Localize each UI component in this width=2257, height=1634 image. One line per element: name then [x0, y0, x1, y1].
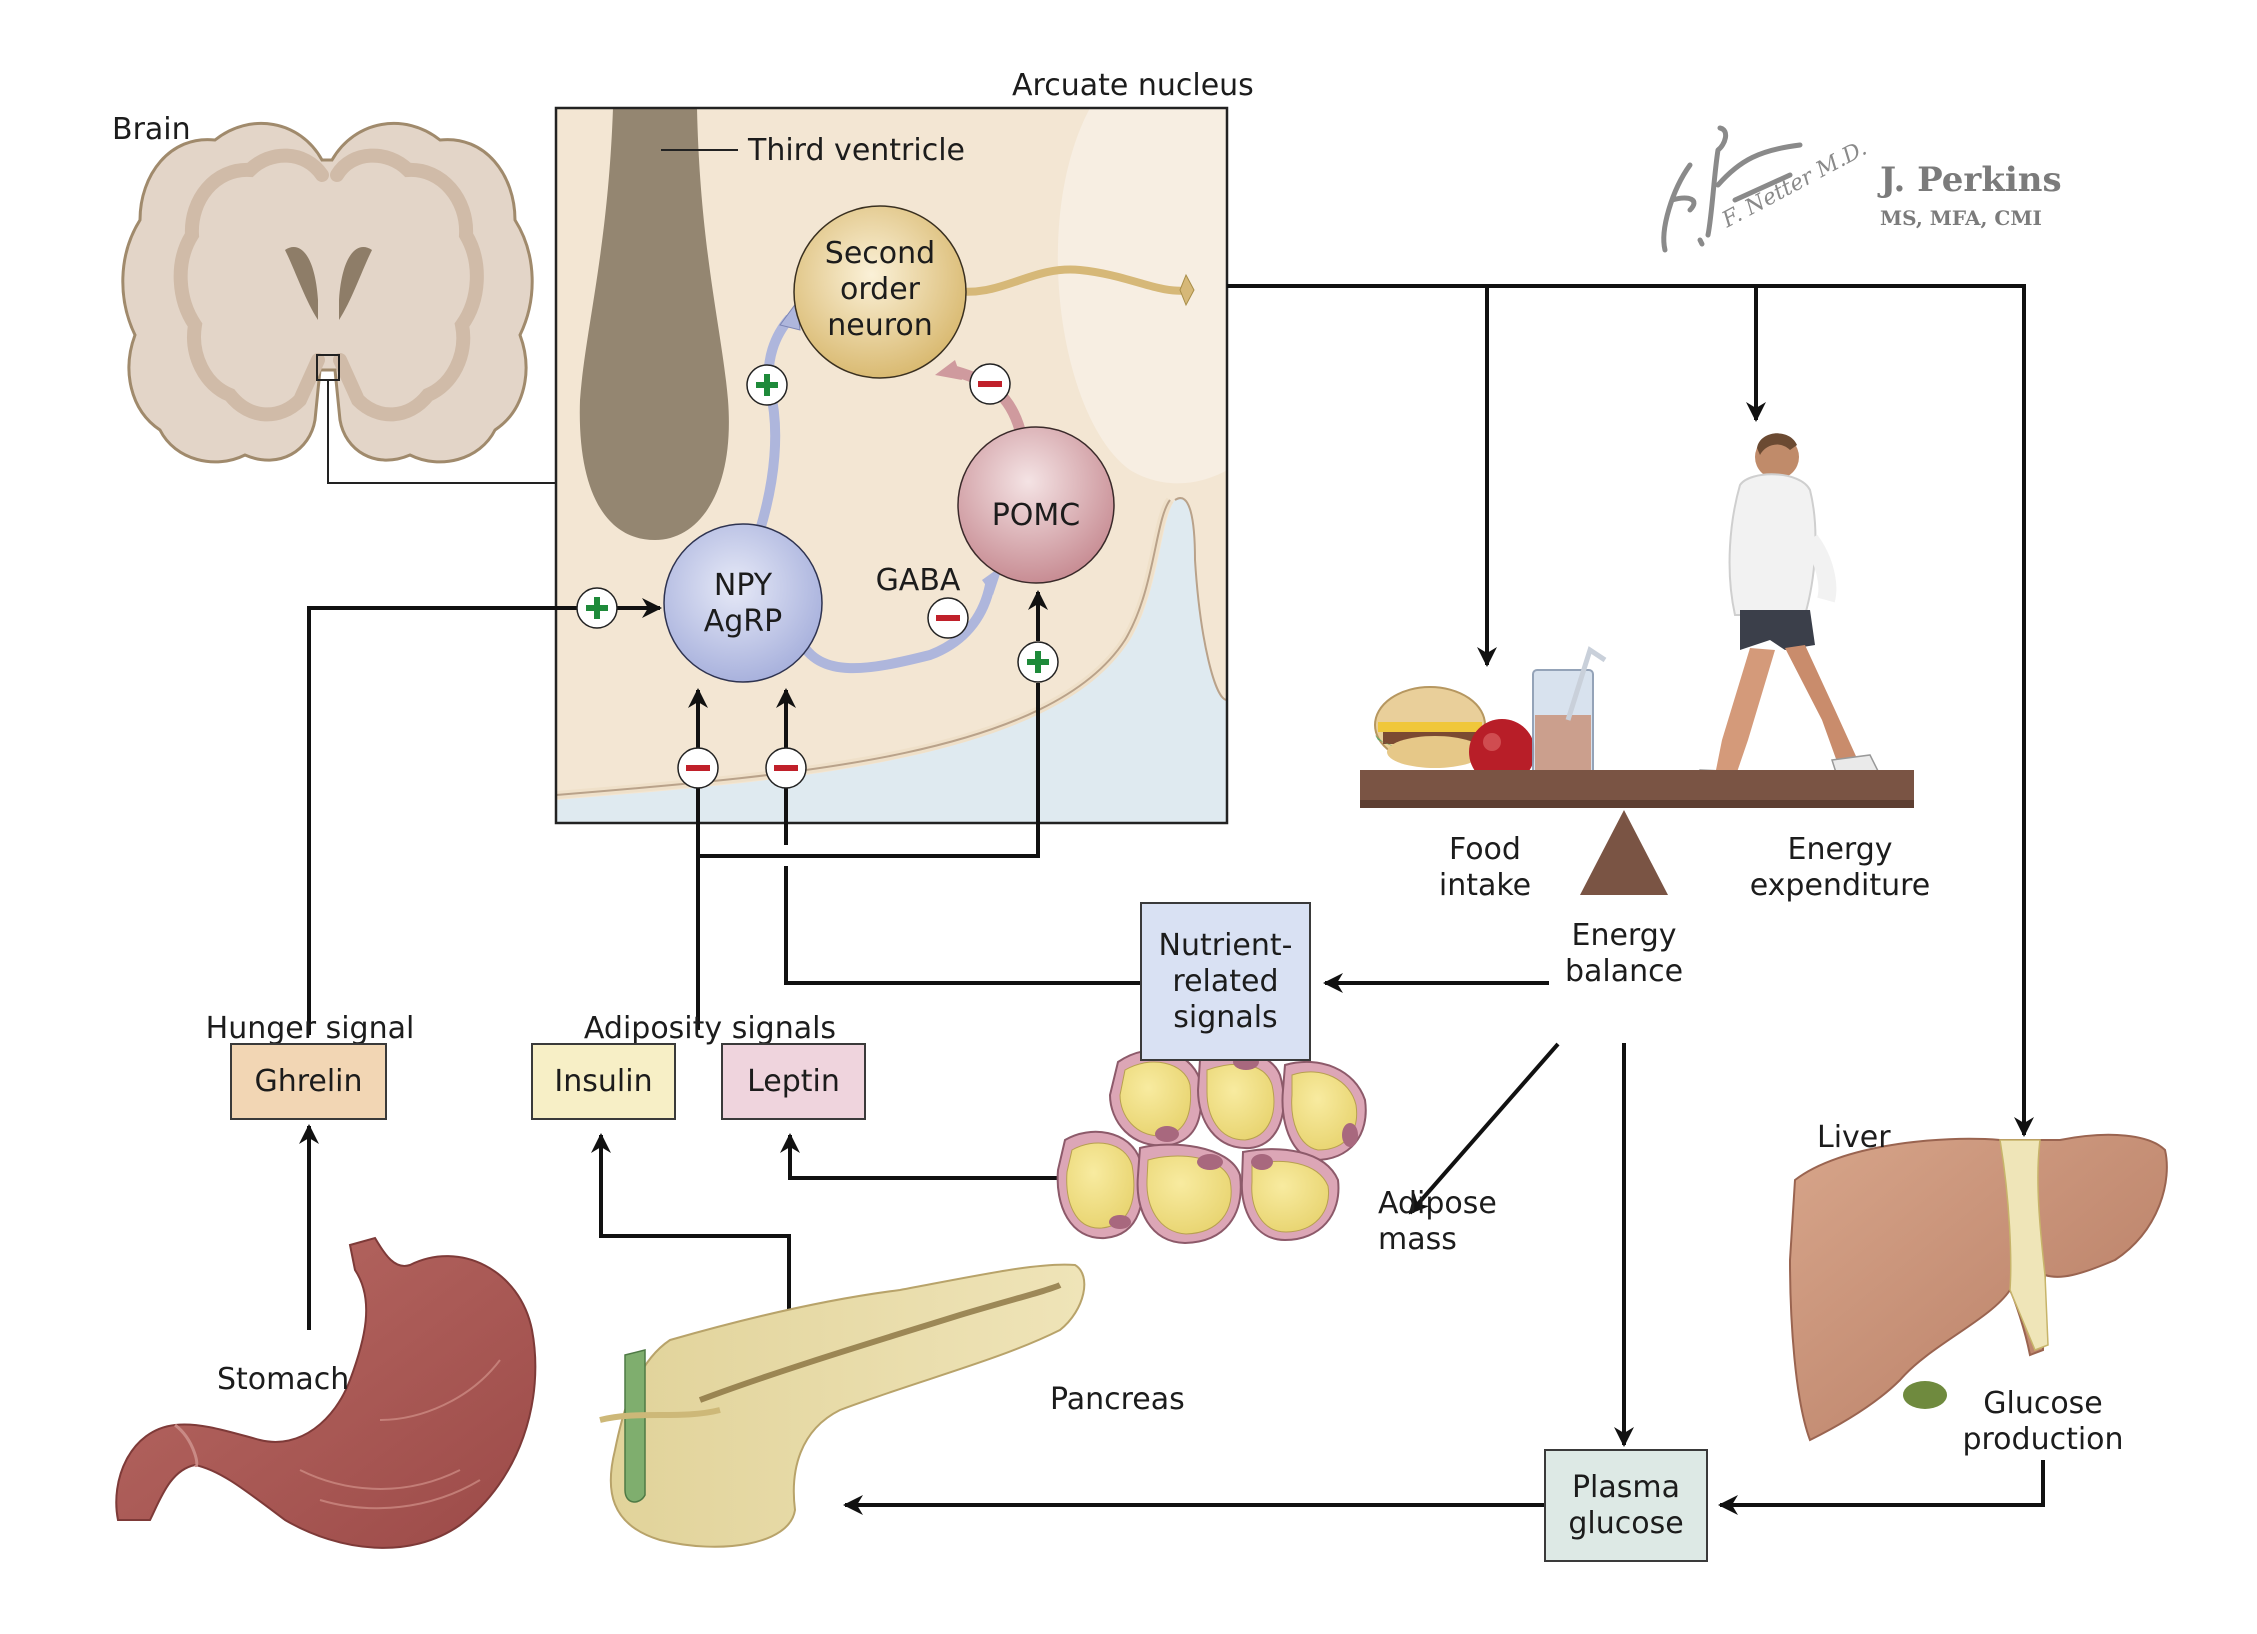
second-order-neuron-label: Second order neuron [824, 236, 936, 343]
plus-sign-hunger [576, 587, 618, 629]
adipose-cells-illustration [1056, 1049, 1367, 1245]
adiposity-signals-label: Adiposity signals [583, 1011, 837, 1046]
output-line [1227, 284, 2026, 1128]
stomach-illustration [115, 1236, 537, 1549]
hunger-signal-label: Hunger signal [205, 1011, 415, 1046]
gaba-axon [795, 583, 995, 674]
pomc-label: POMC [991, 498, 1081, 533]
liver-label: Liver [1817, 1120, 1891, 1155]
second-order-axon [949, 265, 1191, 296]
second-order-neuron [793, 205, 967, 379]
energy-balance-label: Energy balance [1564, 918, 1684, 989]
glucose-production-label: Glucose production [1962, 1386, 2124, 1457]
liver-to-plasma-arrow [1718, 1460, 2045, 1515]
adiposity-to-pomc-line [698, 683, 1040, 858]
walking-man-illustration [1694, 433, 1882, 791]
arcuate-nucleus-panel [554, 106, 1229, 825]
minus-sign-gaba [927, 597, 969, 639]
ghrelin-to-npy-line [307, 606, 578, 1035]
food-illustration [1374, 646, 1607, 785]
plus-sign-pomc [1017, 641, 1059, 683]
adipose-to-leptin-arrow [780, 1133, 1081, 1180]
artist-credentials: MS, MFA, CMI [1880, 206, 2042, 230]
nutrient-signal-line [784, 866, 1140, 985]
pancreas-illustration [599, 1263, 1086, 1548]
minus-sign-adiposity-npy [677, 747, 719, 789]
adipose-mass-label: Adipose mass [1378, 1186, 1497, 1257]
nutrient-related-signals-box: Nutrient- related signals [1140, 902, 1311, 1061]
food-intake-label: Food intake [1438, 832, 1532, 903]
minus-sign-pomc-to-second [969, 363, 1011, 405]
scale-fulcrum [1580, 810, 1668, 895]
pomc-neuron [957, 426, 1115, 584]
npy-agrp-neuron [663, 523, 823, 683]
npy-agrp-label: NPY AgRP [703, 568, 783, 639]
third-ventricle [579, 108, 729, 540]
pancreas-to-insulin-arrow [591, 1133, 791, 1328]
artist-name: J. Perkins [1880, 160, 2062, 200]
gaba-label: GABA [875, 563, 961, 598]
liver-illustration [1788, 1133, 2168, 1442]
plasma-glucose-box: Plasma glucose [1544, 1449, 1708, 1562]
ghrelin-box: Ghrelin [230, 1043, 387, 1120]
minus-sign-nutrient-npy [765, 747, 807, 789]
brain-illustration [121, 121, 534, 464]
plus-sign-npy-to-second [746, 364, 788, 406]
third-ventricle-label: Third ventricle [748, 133, 966, 168]
energy-expenditure-label: Energy expenditure [1749, 832, 1931, 903]
balance-to-adipose-arrow [1408, 1042, 1560, 1215]
netter-signature [1661, 125, 1803, 253]
stomach-label: Stomach [217, 1362, 350, 1397]
brain-label: Brain [112, 112, 191, 147]
insulin-box: Insulin [531, 1043, 676, 1120]
brain-connector-line [327, 380, 556, 484]
scale-plank [1360, 770, 1914, 805]
arcuate-nucleus-label: Arcuate nucleus [1012, 68, 1254, 103]
leptin-box: Leptin [721, 1043, 866, 1120]
pancreas-label: Pancreas [1050, 1382, 1185, 1417]
